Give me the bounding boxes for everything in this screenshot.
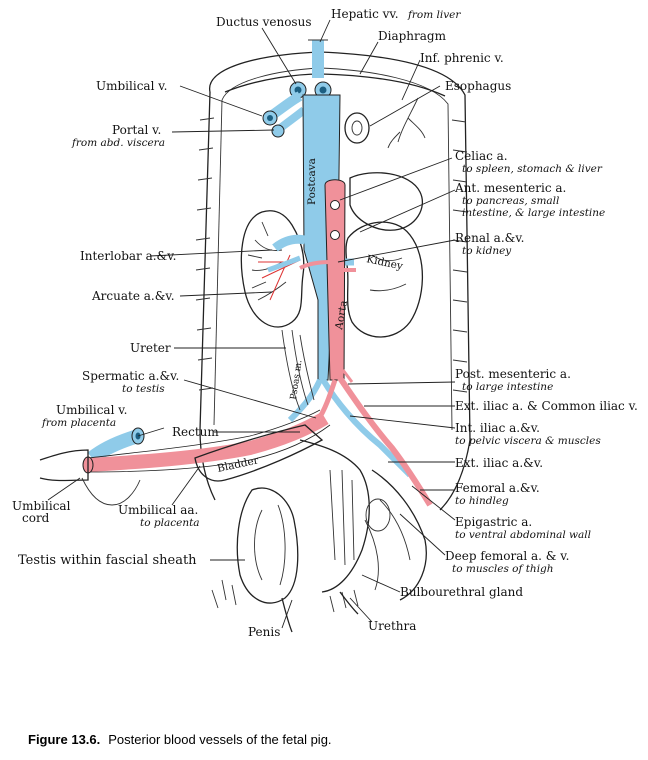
label-diaphragm: Diaphragm	[378, 29, 447, 43]
label-ext-common-iliac: Ext. iliac a. & Common iliac v.	[455, 399, 638, 413]
aorta-text: Aorta	[333, 299, 350, 331]
label-umbilical-cord-2: cord	[22, 511, 50, 525]
label-celiac-a-sub: to spleen, stomach & liver	[462, 163, 603, 175]
label-post-mesenteric-a: Post. mesenteric a.	[455, 367, 571, 381]
label-urethra: Urethra	[368, 619, 416, 633]
label-umbilical-v-placenta-sub: from placenta	[41, 417, 116, 429]
label-spermatic-av-sub: to testis	[122, 383, 165, 395]
label-epigastric-a: Epigastric a.	[455, 515, 532, 529]
label-ureter: Ureter	[130, 341, 171, 355]
label-deep-femoral-av-sub: to muscles of thigh	[452, 563, 554, 575]
label-ant-mesenteric-a: Ant. mesenteric a.	[454, 181, 566, 195]
postcava-text: Postcava	[306, 158, 318, 205]
label-interlobar-av: Interlobar a.&v.	[80, 249, 176, 263]
label-femoral-av-sub: to hindleg	[455, 495, 509, 507]
label-umbilical-aa-sub: to placenta	[140, 517, 200, 529]
label-renal-av: Renal a.&v.	[455, 231, 525, 245]
body-cavity-outline	[195, 51, 471, 511]
label-int-iliac-av-sub: to pelvic viscera & muscles	[455, 435, 601, 447]
arteries	[82, 179, 433, 507]
label-portal-v-sub: from abd. viscera	[71, 137, 165, 149]
label-ductus-venosus: Ductus venosus	[216, 15, 311, 29]
label-testis-sheath: Testis within fascial sheath	[18, 553, 197, 568]
label-rectum: Rectum	[172, 425, 219, 439]
label-hepatic-vv-sub: from liver	[407, 9, 461, 21]
label-deep-femoral-av: Deep femoral a. & v.	[445, 549, 569, 563]
label-portal-v: Portal v.	[112, 123, 161, 137]
label-epigastric-a-sub: to ventral abdominal wall	[455, 529, 591, 541]
pelvic-structures	[39, 329, 427, 633]
labels: Ductus venosus Hepatic vv. from liver Di…	[12, 7, 638, 639]
label-esophagus: Esophagus	[445, 79, 511, 93]
label-post-mesenteric-sub: to large intestine	[462, 381, 553, 393]
caption-label: Figure 13.6.	[28, 732, 100, 747]
label-arcuate-av: Arcuate a.&v.	[91, 289, 175, 303]
label-femoral-av: Femoral a.&v.	[455, 481, 540, 495]
label-umbilical-v-placenta: Umbilical v.	[56, 403, 127, 417]
svg-text:Figure 13.6. Posterior b: Figure 13.6. Posterior blood vessels of …	[28, 731, 332, 748]
label-penis: Penis	[248, 625, 280, 639]
label-renal-av-sub: to kidney	[462, 245, 512, 257]
label-inf-phrenic-v: Inf. phrenic v.	[420, 51, 504, 65]
psoas-text: Psoas m.	[289, 359, 305, 400]
label-spermatic-av: Spermatic a.&v.	[82, 369, 179, 383]
label-ext-iliac-av: Ext. iliac a.&v.	[455, 456, 543, 470]
label-umbilical-cord-1: Umbilical	[12, 499, 71, 513]
label-hepatic-vv: Hepatic vv.	[331, 7, 399, 21]
label-int-iliac-av: Int. iliac a.&v.	[455, 421, 540, 435]
label-umbilical-v-top: Umbilical v.	[96, 79, 167, 93]
label-celiac-a: Celiac a.	[455, 149, 508, 163]
leader-lines	[47, 19, 456, 629]
kidney-right	[345, 172, 424, 338]
label-ant-mesenteric-sub2: intestine, & large intestine	[462, 207, 605, 219]
label-bulbourethral-gland: Bulbourethral gland	[400, 585, 523, 599]
figure-caption: Figure 13.6. Posterior blood vessels of …	[28, 731, 332, 748]
label-umbilical-aa: Umbilical aa.	[118, 503, 198, 517]
caption-text: Posterior blood vessels of the fetal pig…	[108, 732, 331, 747]
label-ant-mesenteric-sub1: to pancreas, small	[462, 195, 559, 207]
